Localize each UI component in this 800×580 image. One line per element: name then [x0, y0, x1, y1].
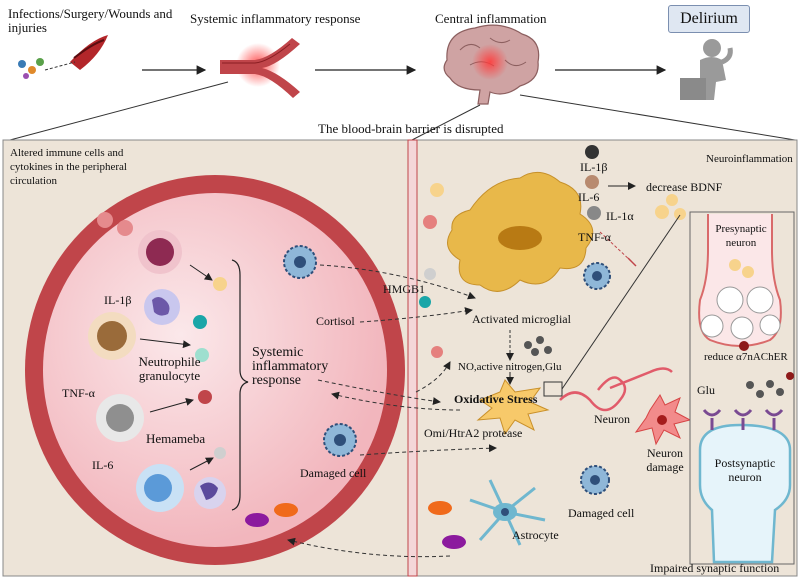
astrocyte-label: Astrocyte [512, 528, 559, 542]
molecule-pill [442, 535, 466, 549]
neuron-cell [559, 367, 673, 412]
oxidative-label: Oxidative Stress [454, 392, 538, 406]
cytokine-dot [193, 315, 207, 329]
zoom-line-right [519, 94, 796, 141]
monocyte-cell [138, 230, 182, 274]
molecule-pill [245, 513, 269, 527]
il1b-label-right: IL-1β [580, 160, 608, 174]
hmgb1-label: HMGB1 [383, 282, 426, 296]
glu-label: Glu [697, 383, 715, 397]
virus-icon [283, 245, 317, 279]
molecule-pill [428, 501, 452, 515]
omi-label: Omi/HtrA2 protease [424, 426, 523, 440]
impaired-label: Impaired synaptic function [650, 561, 780, 575]
virus-icon [583, 262, 611, 290]
vessel-icon [220, 38, 300, 98]
il6-label-right: IL-6 [578, 190, 600, 204]
zoom-line-mid [411, 104, 481, 141]
presynaptic-label: Presynaptic neuron [715, 223, 767, 249]
cytokine-dot [198, 390, 212, 404]
systemic-label: Systemic inflammatory response [252, 345, 329, 388]
hemameba-label: Hemameba [146, 431, 206, 446]
damaged-cell-right-label: Damaged cell [568, 506, 635, 520]
tnfa-label-left: TNF-α [62, 386, 95, 400]
microglia-cell [447, 171, 594, 292]
cytokine-dot [195, 348, 209, 362]
virus-icon [323, 423, 357, 457]
cytokine-dot [214, 447, 226, 459]
receptors [702, 409, 784, 430]
zoom-line-left [9, 81, 229, 141]
bbb-wall [407, 139, 418, 577]
postsynaptic-label: Postsynaptic neuron [714, 456, 776, 484]
molecule-pill [274, 503, 298, 517]
macrophage-cell [88, 312, 136, 360]
cytokine-dot [213, 277, 227, 291]
stage2-label: Systemic inflammatory response [190, 11, 361, 26]
left-panel-title: Altered immune cells and cytokines in th… [10, 147, 127, 187]
bdnf-label: decrease BDNF [646, 180, 723, 194]
microglia-label: Activated microglial [472, 312, 571, 326]
brain-icon [443, 24, 540, 105]
il1a-label: IL-1α [606, 209, 634, 223]
hemameba-cell [136, 464, 226, 512]
stage1-label: Infections/Surgery/Wounds and injuries [8, 6, 173, 35]
delirium-label: Delirium [668, 5, 750, 33]
neuron-label: Neuron [594, 412, 630, 426]
reduce-label: reduce α7nAChER [704, 351, 788, 363]
lymphocyte-cell [96, 394, 144, 442]
virus-icon [580, 465, 610, 495]
presynaptic-neuron [698, 214, 782, 347]
thinking-person-icon [680, 39, 733, 100]
neuron-damage-label: Neuron damage [646, 446, 684, 474]
neutrophil-cell [144, 289, 180, 325]
bbb-label: The blood-brain barrier is disrupted [318, 121, 504, 136]
il6-label-left: IL-6 [92, 458, 114, 472]
postsynaptic-neuron [698, 423, 792, 564]
cortisol-label: Cortisol [316, 314, 355, 328]
damaged-neuron-cell [634, 394, 692, 446]
right-panel-title: Neuroinflammation [706, 153, 793, 165]
tnfa-label-right: TNF-α [578, 230, 611, 244]
astrocyte-cell [469, 479, 546, 546]
damaged-cell-left-label: Damaged cell [300, 466, 367, 480]
neutrophil-label: Neutrophile granulocyte [138, 354, 201, 383]
stage3-label: Central inflammation [435, 11, 547, 26]
oxidative-stress-cell [476, 379, 550, 436]
il1b-label: IL-1β [104, 293, 132, 307]
wound-icon [18, 35, 108, 79]
cytokine-bracket [231, 259, 249, 511]
no-label: NO,active nitrogen,Glu [458, 361, 562, 373]
